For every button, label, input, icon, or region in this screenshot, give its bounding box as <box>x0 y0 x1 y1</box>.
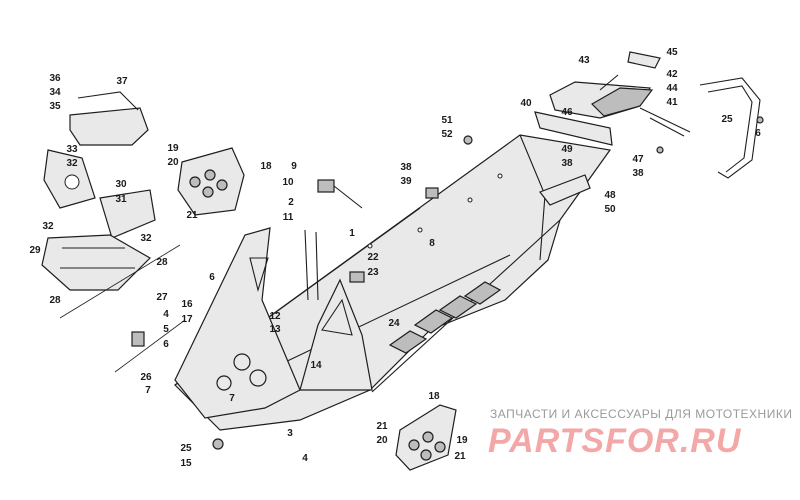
callout-c28b: 28 <box>49 295 61 306</box>
callout-c19a: 19 <box>167 143 179 154</box>
callout-c50: 50 <box>604 204 616 215</box>
callout-c51: 51 <box>441 115 453 126</box>
callout-layer: 1234456667789101112131415161718181919202… <box>29 47 761 469</box>
callout-c1: 1 <box>349 228 355 239</box>
callout-c45: 45 <box>666 47 678 58</box>
callout-c16: 16 <box>181 299 193 310</box>
callout-c15: 15 <box>180 458 192 469</box>
callout-c38b: 38 <box>561 158 573 169</box>
callout-c20b: 20 <box>376 435 388 446</box>
callout-c11: 11 <box>283 212 294 223</box>
callout-c25b: 25 <box>721 114 733 125</box>
callout-c6b: 6 <box>209 272 215 283</box>
callout-c27: 27 <box>156 292 168 303</box>
callout-c33: 33 <box>66 144 78 155</box>
callout-c13: 13 <box>269 324 281 335</box>
callout-c30: 30 <box>115 179 127 190</box>
callout-c43: 43 <box>578 55 590 66</box>
callout-c28a: 28 <box>156 257 168 268</box>
callout-c4b: 4 <box>302 453 308 464</box>
callout-c25a: 25 <box>180 443 192 454</box>
callout-c52: 52 <box>441 129 453 140</box>
callout-c24: 24 <box>388 318 400 329</box>
callout-c6c: 6 <box>755 128 761 139</box>
left-bracket-group <box>41 91 186 373</box>
callout-c35: 35 <box>49 101 61 112</box>
callout-c38a: 38 <box>400 162 412 173</box>
callout-c46: 46 <box>561 107 573 118</box>
callout-c37: 37 <box>116 76 128 87</box>
callout-c41: 41 <box>666 97 678 108</box>
callout-c49: 49 <box>561 144 573 155</box>
callout-c39: 39 <box>400 176 412 187</box>
callout-c32b: 32 <box>42 221 54 232</box>
callout-c19b: 19 <box>456 435 468 446</box>
callout-c17: 17 <box>181 314 193 325</box>
callout-c26: 26 <box>140 372 152 383</box>
callout-c38c: 38 <box>632 168 644 179</box>
callout-c29: 29 <box>29 245 41 256</box>
lower-skid-plate <box>395 404 457 471</box>
front-bulkhead <box>174 227 373 419</box>
upper-skid-plate <box>177 147 245 216</box>
watermark-logo: PARTSFOR.RU <box>488 422 742 460</box>
callout-c47: 47 <box>632 154 644 165</box>
callout-c9: 9 <box>291 161 297 172</box>
callout-c5: 5 <box>163 324 169 335</box>
callout-c32c: 32 <box>140 233 152 244</box>
callout-c23: 23 <box>367 267 379 278</box>
callout-c7a: 7 <box>145 385 151 396</box>
callout-c18a: 18 <box>260 161 272 172</box>
callout-c21a: 21 <box>186 210 198 221</box>
rear-seat-parts <box>534 51 761 206</box>
callout-c14: 14 <box>310 360 322 371</box>
callout-c12: 12 <box>269 311 281 322</box>
callout-c36: 36 <box>49 73 61 84</box>
watermark-caption: ЗАПЧАСТИ И АКСЕССУАРЫ ДЛЯ МОТОТЕХНИКИ <box>490 407 792 421</box>
callout-c21c: 21 <box>454 451 466 462</box>
callout-c34: 34 <box>49 87 61 98</box>
callout-c48: 48 <box>604 190 616 201</box>
callout-c6a: 6 <box>163 339 169 350</box>
hardware <box>131 116 764 450</box>
callout-c31: 31 <box>115 194 127 205</box>
callout-c22: 22 <box>367 252 379 263</box>
callout-c44: 44 <box>666 83 678 94</box>
callout-c32a: 32 <box>66 158 78 169</box>
callout-c8: 8 <box>429 238 435 249</box>
callout-c18b: 18 <box>428 391 440 402</box>
callout-c7b: 7 <box>229 393 235 404</box>
callout-c20a: 20 <box>167 157 179 168</box>
callout-c21b: 21 <box>376 421 388 432</box>
callout-c42: 42 <box>666 69 678 80</box>
callout-c10: 10 <box>282 177 294 188</box>
callout-c40: 40 <box>520 98 532 109</box>
callout-c2: 2 <box>288 197 294 208</box>
callout-c4a: 4 <box>163 309 169 320</box>
callout-c3: 3 <box>287 428 293 439</box>
